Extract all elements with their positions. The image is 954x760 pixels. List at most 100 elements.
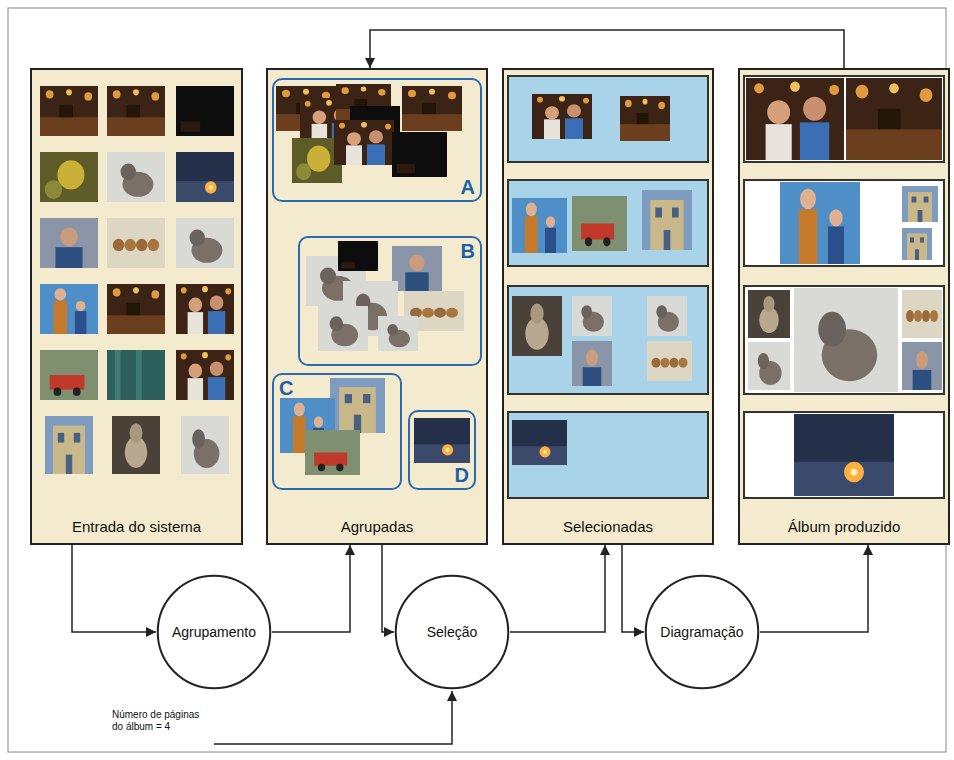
- album-pages: [744, 76, 944, 498]
- photo-thumbnail: [794, 288, 898, 392]
- photo-thumbnail: [378, 316, 418, 351]
- caption-holder: Entrada do sistema: [32, 518, 241, 535]
- circle-shape: [396, 576, 509, 689]
- flow-arrow: [272, 545, 350, 632]
- photo-thumbnail: [107, 152, 165, 202]
- photo-thumbnail: [176, 86, 234, 136]
- photo-thumbnail: [572, 341, 612, 386]
- caption-holder: Agrupadas: [268, 518, 486, 535]
- photo-thumbnail: [512, 420, 567, 465]
- photo-page: [738, 68, 950, 545]
- panel-caption: Entrada do sistema: [72, 518, 201, 535]
- process-circle: Seleção: [394, 574, 510, 690]
- photo-panel: Agrupadas A BC D: [266, 68, 488, 545]
- photo-thumbnail: [112, 416, 160, 474]
- photo-page: [502, 68, 714, 545]
- photo-group: B: [298, 236, 482, 366]
- photo-page: [508, 412, 708, 498]
- flow-arrow: [382, 545, 394, 632]
- photo-thumbnail: [40, 86, 98, 136]
- photo-thumbnail: [330, 378, 385, 433]
- photo-group: D: [408, 410, 476, 490]
- flow-arrow: [510, 545, 605, 632]
- photo-thumbnail: [620, 96, 670, 141]
- photo-thumbnail: [572, 196, 627, 251]
- selected-pages: [508, 76, 708, 498]
- photo-thumbnail: [176, 284, 234, 334]
- photo-thumbnail: [902, 290, 942, 338]
- panel-grounds: [30, 68, 950, 545]
- photo-group: C: [272, 373, 402, 490]
- photo-thumbnail: [107, 350, 165, 400]
- photo-thumbnail: [748, 342, 790, 390]
- photo-page: [744, 76, 944, 162]
- flow-arrow: [760, 545, 868, 632]
- photo-thumbnail: [746, 78, 844, 160]
- letter-holder: D: [455, 465, 469, 485]
- group-letter: C: [279, 377, 293, 399]
- panel-caption: Selecionadas: [563, 518, 653, 535]
- process-label: Seleção: [427, 624, 478, 640]
- photo-thumbnail: [748, 290, 790, 338]
- photo-thumbnail: [40, 350, 98, 400]
- photo-page: [508, 180, 708, 266]
- photo-page: [744, 286, 944, 394]
- photo-thumbnail: [902, 186, 938, 222]
- photo-thumbnail: [392, 132, 447, 177]
- grouped-photos: [276, 84, 470, 475]
- photo-panel: Álbum produzido: [738, 68, 950, 545]
- photo-thumbnail: [846, 78, 942, 160]
- letter-holder: A: [461, 177, 475, 197]
- photo-thumbnail: [794, 414, 894, 496]
- group-letter: A: [461, 176, 475, 198]
- photo-thumbnail: [414, 418, 470, 463]
- photo-thumbnail: [40, 218, 98, 268]
- flow-arrow: [622, 545, 644, 632]
- photo-panel: Entrada do sistema: [30, 68, 243, 545]
- photo-page: [508, 76, 708, 162]
- circle-shape: [646, 576, 759, 689]
- photo-thumbnail: [40, 284, 98, 334]
- process-label: Diagramação: [660, 624, 743, 640]
- leader-arrow: [214, 691, 452, 744]
- process-circle: Diagramação: [644, 574, 760, 690]
- photo-page: [30, 68, 243, 545]
- photo-thumbnail: [402, 86, 462, 131]
- photo-page: [508, 286, 708, 394]
- photo-thumbnail: [305, 430, 360, 475]
- photo-thumbnail: [176, 350, 234, 400]
- letter-holder: C: [279, 378, 293, 398]
- panel-caption: Álbum produzido: [788, 518, 901, 535]
- process-label: Agrupamento: [172, 624, 256, 640]
- caption-holder: Álbum produzido: [740, 518, 948, 535]
- photo-thumbnail: [107, 86, 165, 136]
- photo-thumbnail: [512, 198, 567, 253]
- flow-arrow: [72, 545, 156, 632]
- group-letter: D: [455, 464, 469, 486]
- photo-thumbnail: [176, 218, 234, 268]
- photo-thumbnail: [45, 416, 93, 474]
- photo-thumbnail: [334, 120, 394, 165]
- illustration-part: [508, 76, 708, 498]
- photo-thumbnail: [107, 284, 165, 334]
- photo-thumbnail: [512, 296, 562, 356]
- photo-thumbnail: [780, 182, 860, 264]
- photo-thumbnail: [572, 296, 612, 336]
- caption-holder: Selecionadas: [504, 518, 712, 535]
- note-holder: Número de páginas do álbum = 4: [112, 709, 212, 733]
- photo-thumbnail: [318, 306, 368, 351]
- process-circle: Agrupamento: [156, 574, 272, 690]
- illustration-part: [744, 76, 944, 498]
- input-photos: [40, 86, 234, 474]
- photo-page: [744, 412, 944, 498]
- note-label: Número de páginas do álbum = 4: [112, 709, 199, 732]
- photo-thumbnail: [532, 94, 592, 139]
- panel-caption: Agrupadas: [341, 518, 414, 535]
- photo-thumbnail: [647, 296, 687, 336]
- photo-thumbnail: [181, 416, 229, 474]
- photo-group: A: [272, 78, 482, 202]
- photo-page: [744, 180, 944, 266]
- frame: [8, 8, 946, 752]
- photo-thumbnail: [176, 152, 234, 202]
